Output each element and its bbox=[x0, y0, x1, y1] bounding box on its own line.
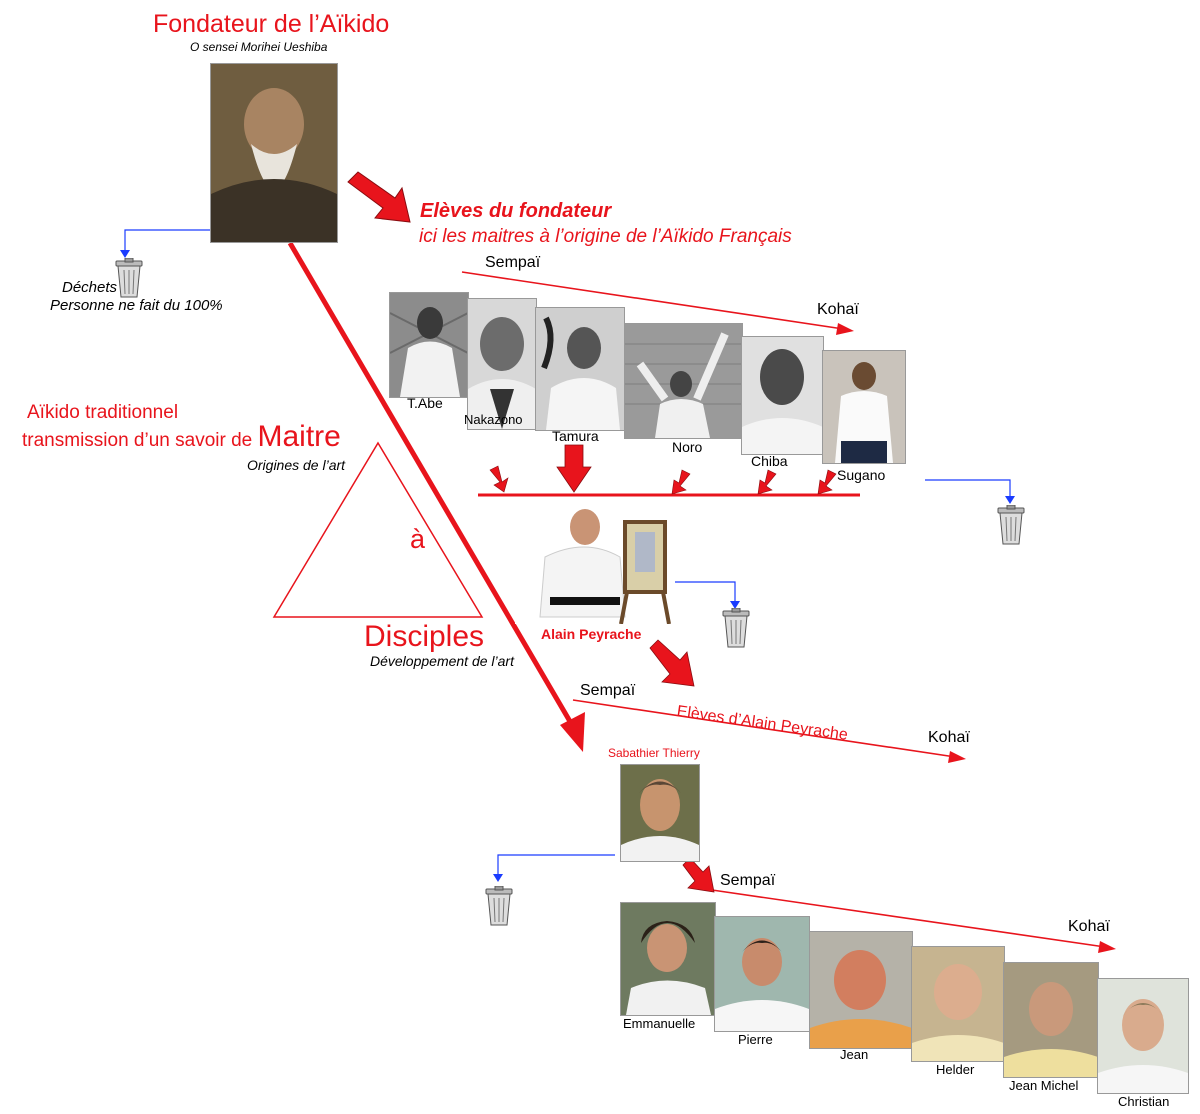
sempai-label-3: Sempaï bbox=[720, 872, 776, 889]
tradition-disciples: Disciples bbox=[364, 620, 485, 653]
founder-subtitle: O sensei Morihei Ueshiba bbox=[190, 40, 328, 54]
photo-master-chiba bbox=[741, 336, 824, 455]
photo-student-helder bbox=[911, 946, 1005, 1062]
tradition-line2: transmission d’un savoir de Maitre bbox=[22, 420, 341, 454]
waste-connector-alain bbox=[675, 581, 736, 605]
lineage-arrowhead bbox=[560, 712, 585, 752]
sempai-kohai-line-3 bbox=[711, 889, 1113, 949]
waste-label: Déchets bbox=[62, 279, 118, 296]
photo-student-jean-michel bbox=[1003, 962, 1099, 1078]
trash-icon bbox=[485, 886, 513, 926]
sempai-kohai-line-1 bbox=[461, 271, 851, 331]
master-label-sugano: Sugano bbox=[837, 467, 886, 483]
student-label-emmanuelle: Emmanuelle bbox=[623, 1016, 696, 1031]
student-label-jean: Jean bbox=[840, 1047, 869, 1062]
tradition-development: Développement de l’art bbox=[370, 653, 514, 669]
photo-master-noro bbox=[624, 323, 743, 439]
kohai-label-1: Kohaï bbox=[817, 301, 859, 318]
students-title: Elèves du fondateur bbox=[420, 200, 612, 222]
photo-master-sugano bbox=[822, 350, 906, 464]
lineage-line bbox=[287, 241, 578, 732]
tradition-maitre: Maitre bbox=[257, 420, 341, 453]
master-label-chiba: Chiba bbox=[751, 453, 788, 469]
waste-connector-thierry bbox=[497, 854, 615, 878]
student-label-helder: Helder bbox=[936, 1062, 975, 1077]
arrow-alain-students bbox=[649, 639, 695, 687]
trash-icon bbox=[115, 258, 143, 298]
master-label-abe: T.Abe bbox=[407, 395, 443, 411]
students-subtitle: ici les maitres à l’origine de l’Aïkido … bbox=[419, 226, 792, 247]
waste-connector-founder bbox=[124, 229, 210, 255]
trash-icon bbox=[997, 505, 1025, 545]
tradition-origins: Origines de l’art bbox=[247, 457, 346, 473]
student-label-pierre: Pierre bbox=[738, 1032, 773, 1047]
kohai-label-3: Kohaï bbox=[1068, 918, 1110, 935]
photo-master-abe bbox=[389, 292, 469, 398]
master-label-tamura: Tamura bbox=[552, 428, 599, 444]
tradition-a: à bbox=[410, 524, 426, 554]
sempai-label-2: Sempaï bbox=[580, 682, 636, 699]
big-arrow-founder bbox=[347, 171, 411, 223]
photo-student-jean bbox=[809, 931, 913, 1049]
waste-note: Personne ne fait du 100% bbox=[50, 297, 223, 314]
tradition-line2-text: transmission d’un savoir de bbox=[22, 430, 253, 451]
thierry-name: Sabathier Thierry bbox=[608, 746, 700, 760]
waste-connector-masters bbox=[925, 479, 1011, 500]
photo-founder bbox=[210, 63, 338, 243]
photo-student-pierre bbox=[714, 916, 810, 1032]
kohai-label-2: Kohaï bbox=[928, 729, 970, 746]
sempai-label-1: Sempaï bbox=[485, 254, 541, 271]
master-label-nakazono: Nakazono bbox=[464, 412, 523, 427]
tradition-line1: Aïkido traditionnel bbox=[27, 402, 179, 423]
arrow-thierry-students bbox=[682, 857, 715, 893]
trash-icon bbox=[722, 608, 750, 648]
student-label-christian: Christian bbox=[1118, 1094, 1170, 1109]
photo-student-emmanuelle bbox=[620, 902, 716, 1016]
alain-name: Alain Peyrache bbox=[541, 626, 642, 642]
photo-student-christian bbox=[1097, 978, 1189, 1094]
photo-master-nakazono bbox=[467, 298, 537, 430]
student-label-jean-michel: Jean Michel bbox=[1009, 1078, 1079, 1093]
photo-master-tamura bbox=[535, 307, 625, 431]
founder-title: Fondateur de l’Aïkido bbox=[153, 10, 390, 38]
master-label-noro: Noro bbox=[672, 439, 703, 455]
photo-alain-peyrache bbox=[515, 502, 675, 624]
photo-thierry bbox=[620, 764, 700, 862]
master-disciple-triangle bbox=[272, 441, 484, 618]
sempai-kohai-line-2 bbox=[572, 699, 963, 759]
